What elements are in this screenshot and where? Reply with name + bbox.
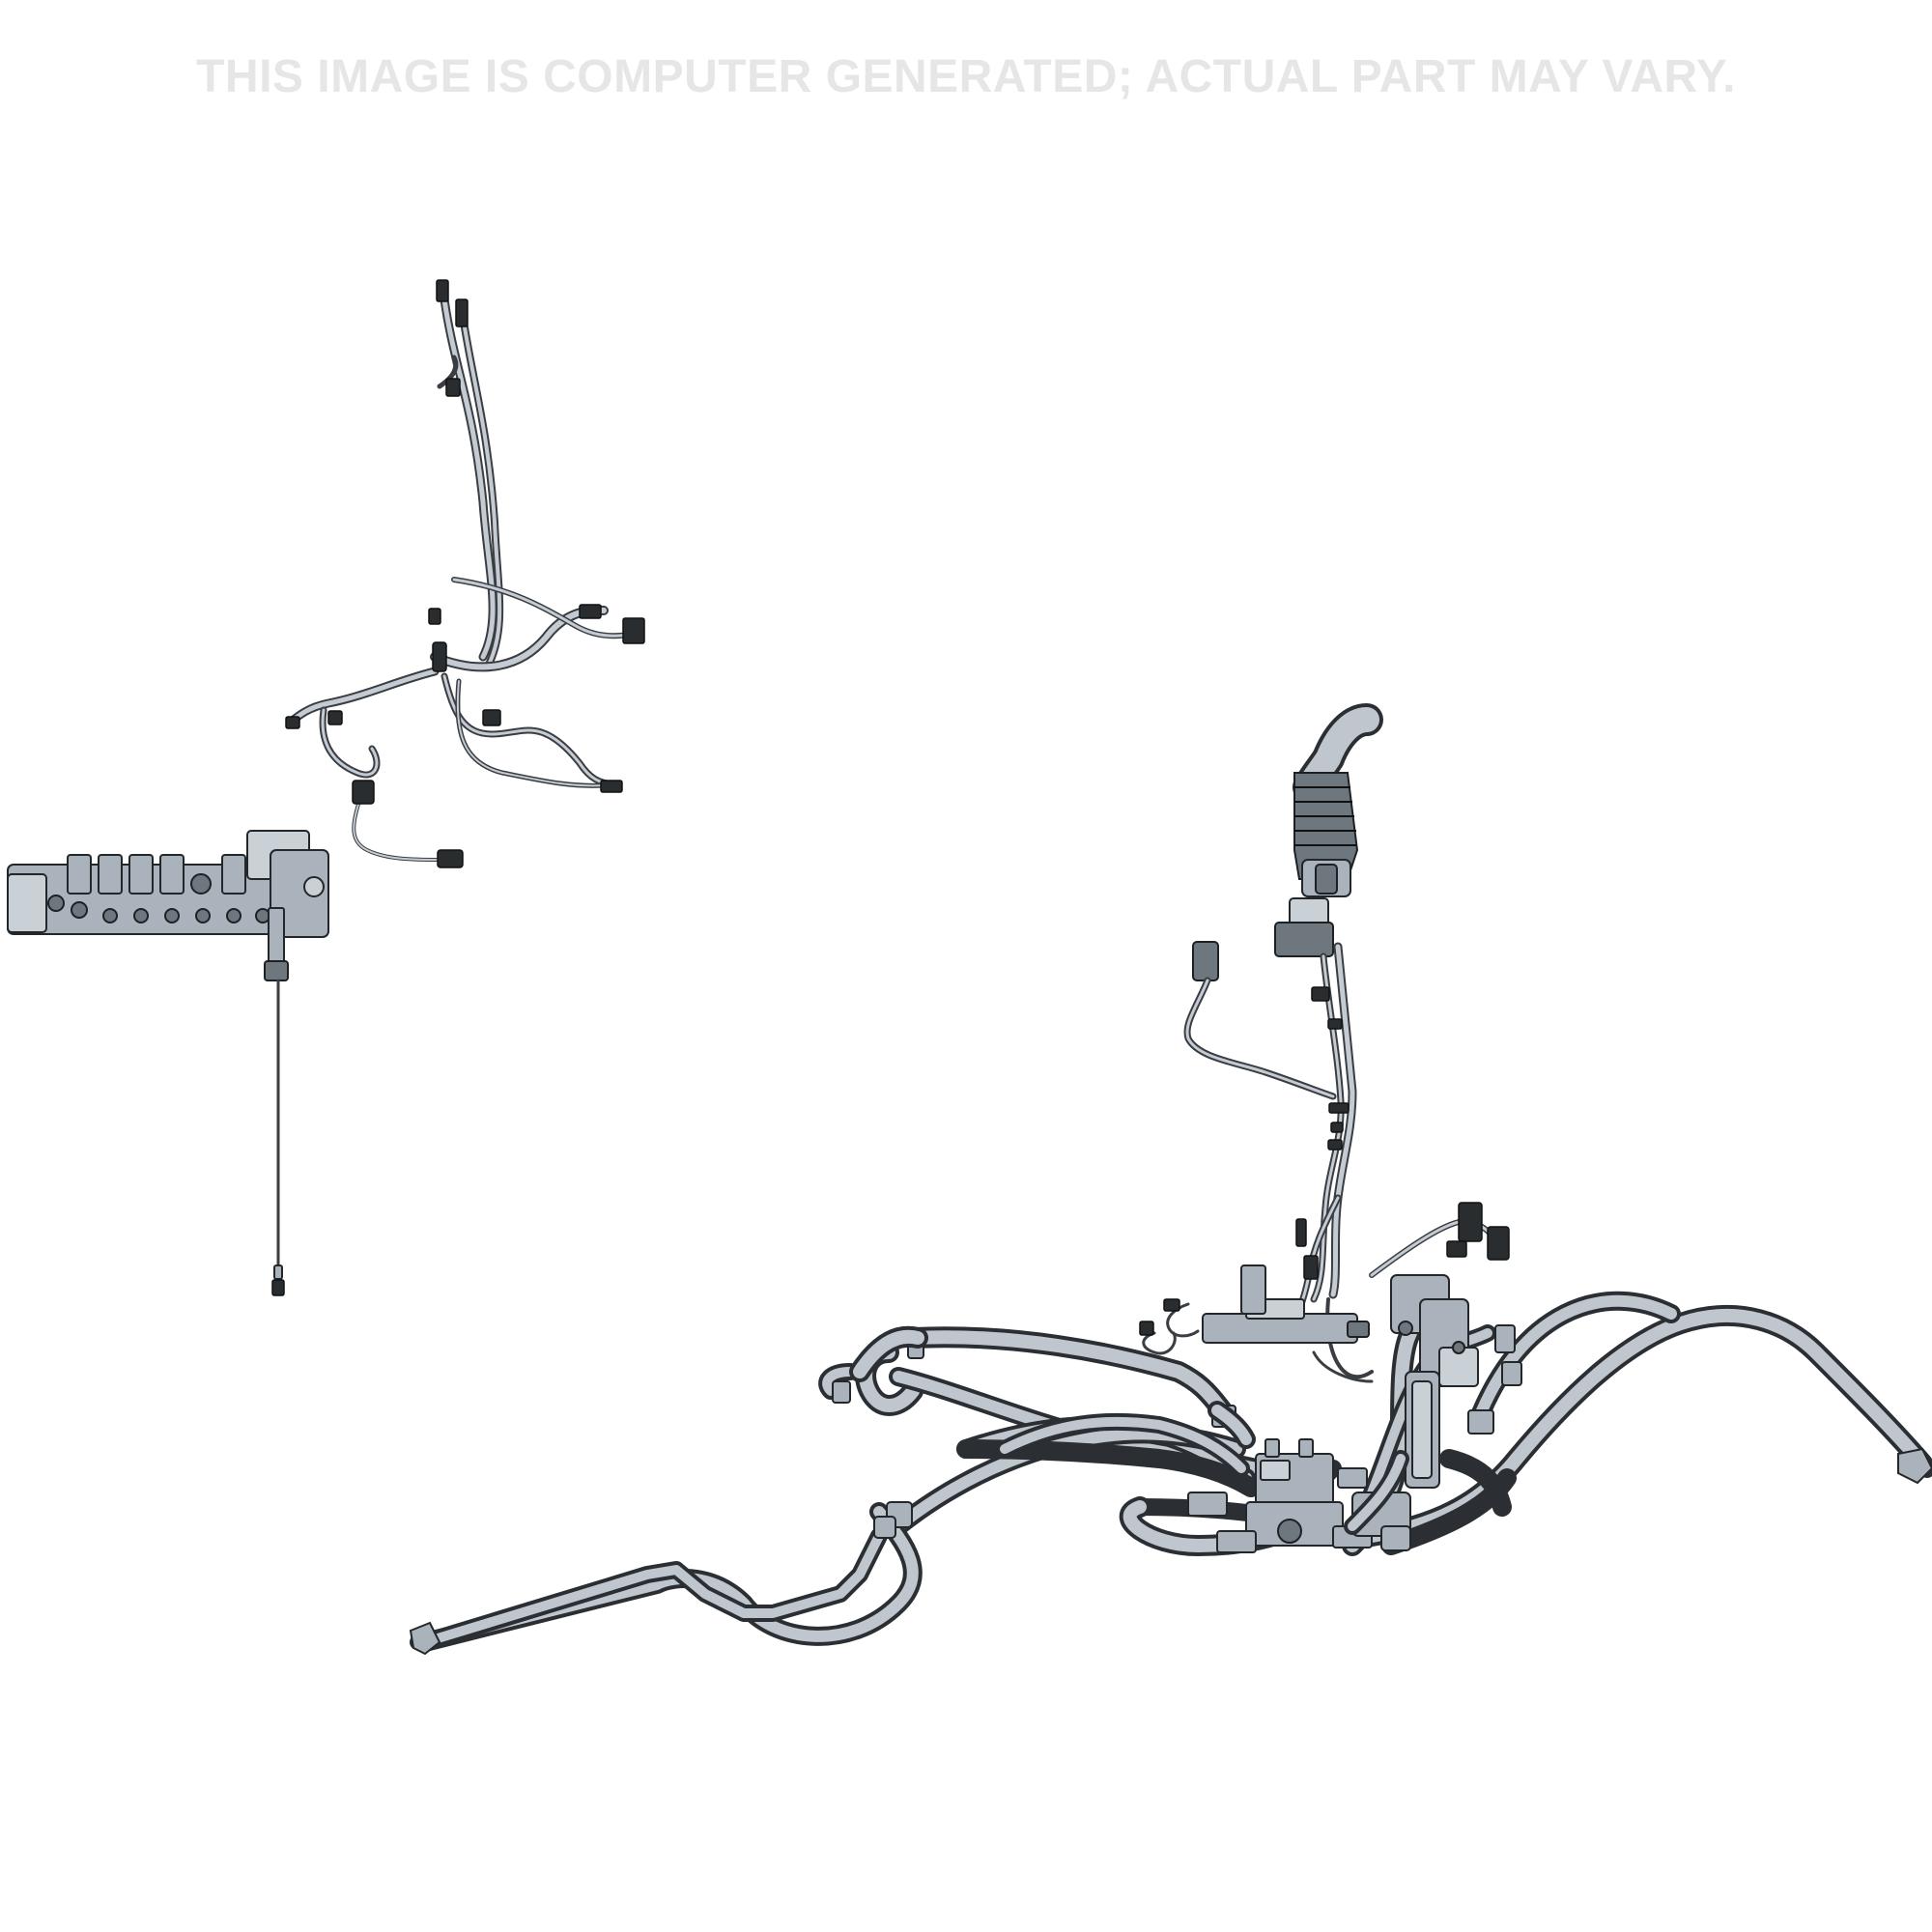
manifold-block — [1187, 1438, 1373, 1553]
connector-m — [437, 849, 464, 868]
joystick-assembly — [1192, 703, 1383, 981]
upper-wire-harness — [285, 279, 645, 868]
connector-i — [482, 709, 501, 726]
hydraulic-hoses — [410, 1291, 1932, 1652]
connector-l — [352, 780, 375, 805]
control-valve-bank — [7, 830, 329, 1296]
connector-f — [579, 604, 602, 619]
long-return-tube — [409, 1527, 888, 1656]
connector-g — [622, 617, 645, 644]
connector-e — [432, 641, 447, 672]
watermark-disclaimer: THIS IMAGE IS COMPUTER GENERATED; ACTUAL… — [196, 51, 1736, 102]
right-hose-end-fitting — [1897, 1447, 1932, 1485]
connector-j — [327, 710, 343, 725]
harness-connectors — [285, 279, 645, 868]
pump-assembly — [1351, 1274, 1479, 1551]
connector-d — [428, 608, 441, 625]
joystick-boot-ribs — [1294, 786, 1356, 846]
connector-b — [455, 298, 469, 327]
connector-c — [445, 378, 461, 397]
front-elbows — [849, 1325, 1512, 1535]
right-harness-trunk — [1183, 942, 1510, 1383]
connector-k — [285, 716, 300, 729]
connector-a — [436, 279, 449, 302]
left-elbow-fitting — [832, 1380, 851, 1404]
side-connector — [1192, 941, 1219, 981]
connector-h — [600, 780, 623, 793]
valve-sensor-connector — [271, 1279, 285, 1296]
hose-fittings — [832, 1324, 1932, 1539]
relay-module — [1139, 1264, 1370, 1355]
harness-main-trunk — [285, 295, 640, 862]
valve-sections — [47, 854, 270, 923]
